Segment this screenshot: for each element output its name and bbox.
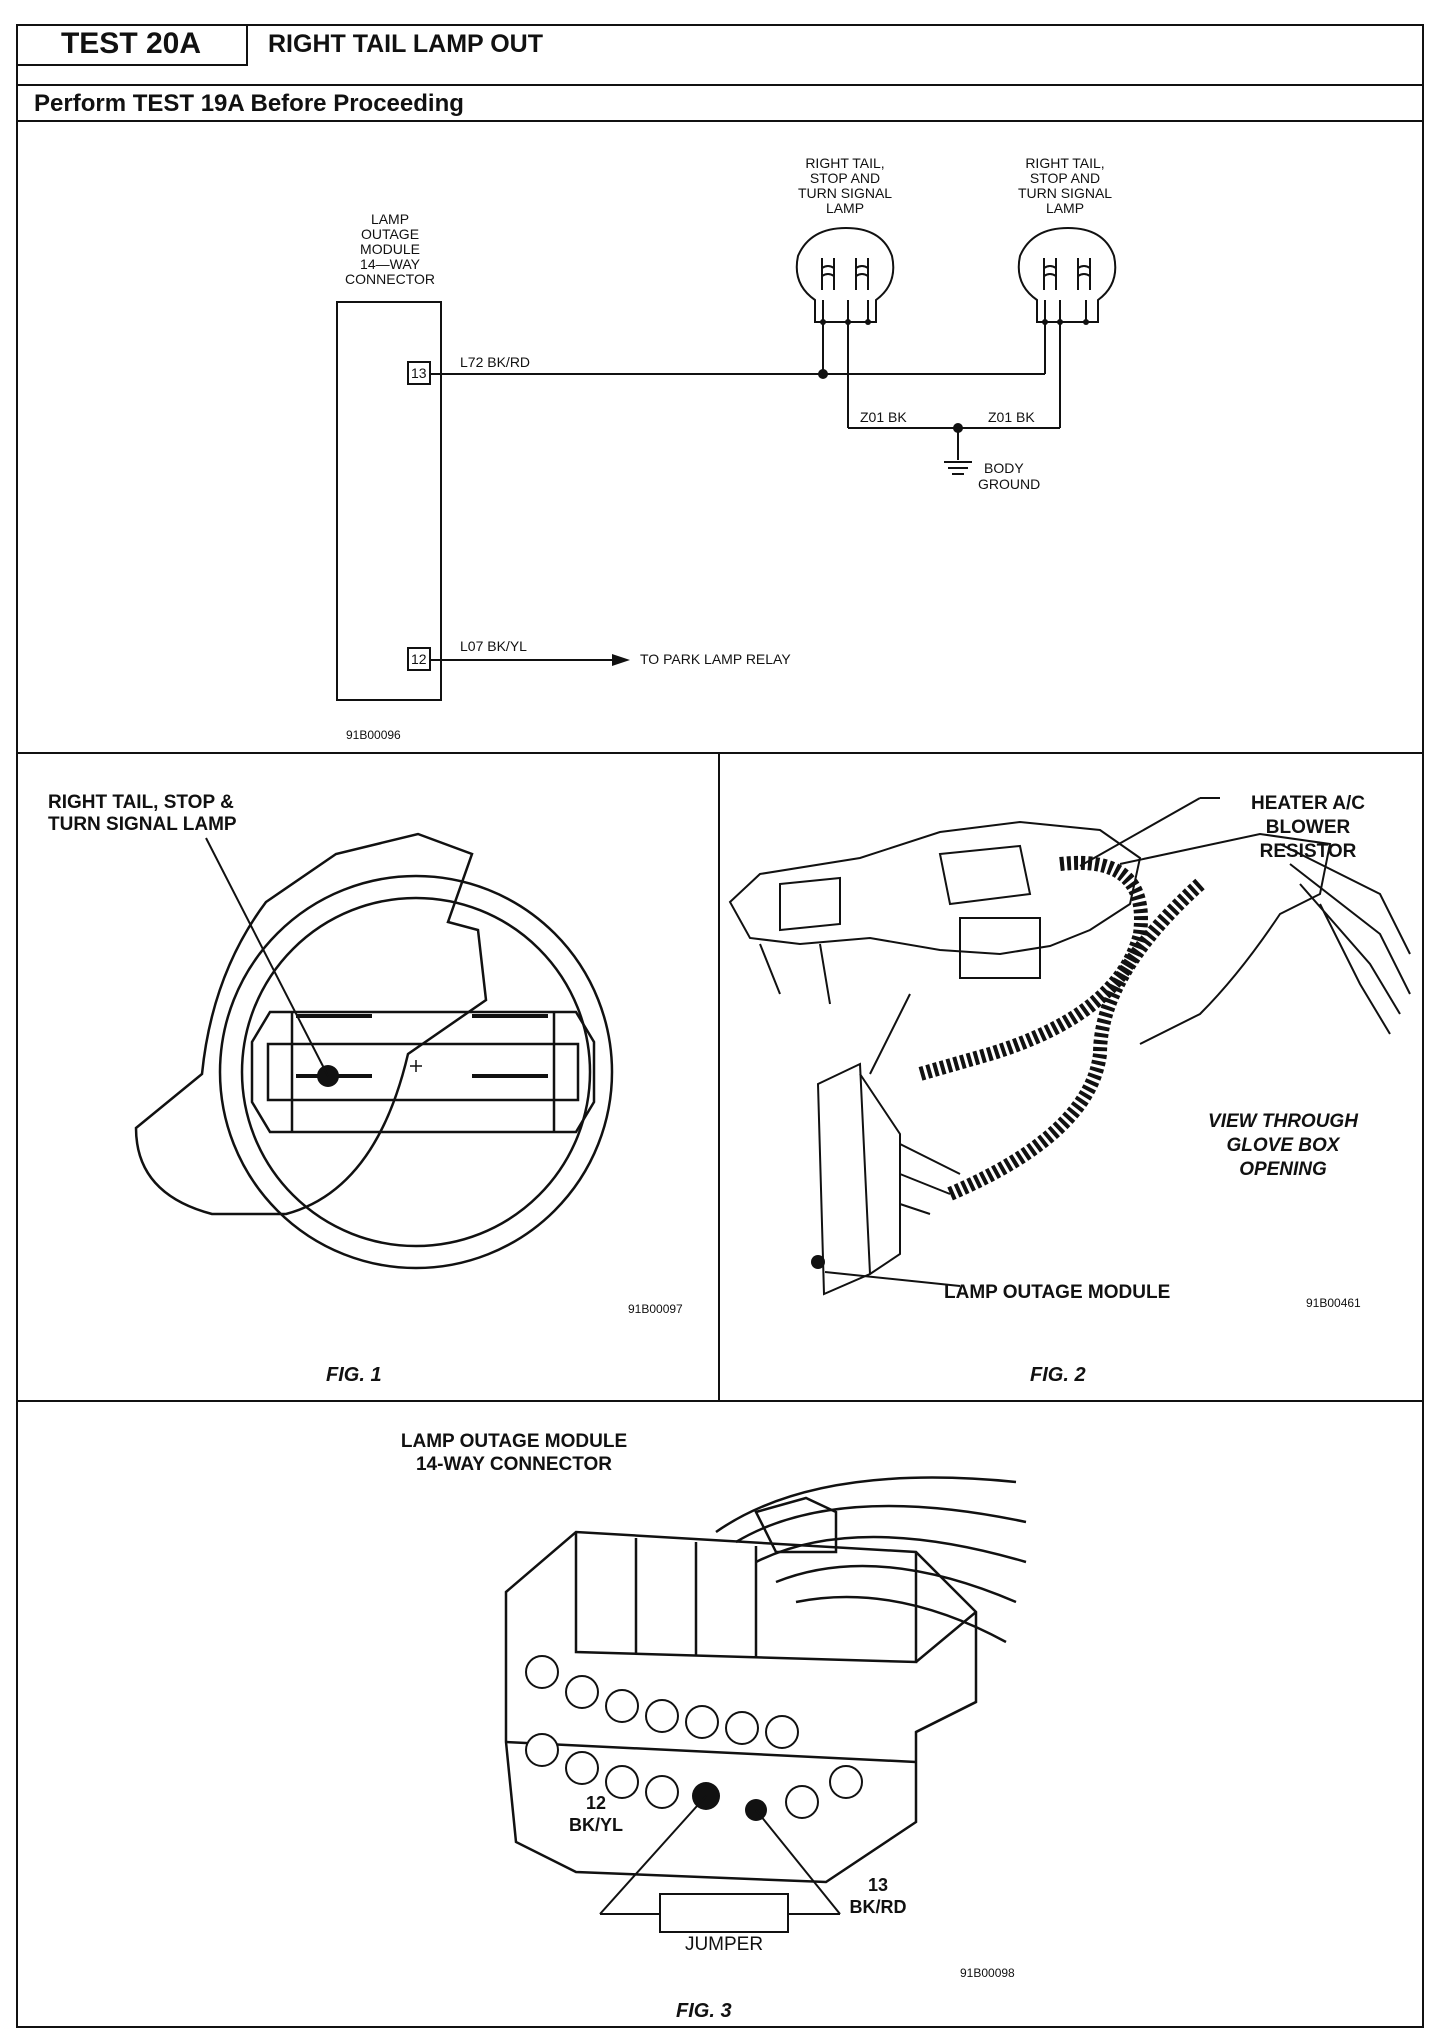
lamp2-label-line: STOP AND (1029, 170, 1101, 186)
lamp1-label-line: TURN SIGNAL (797, 185, 893, 201)
lamp2-label-line: TURN SIGNAL (1017, 185, 1113, 201)
test-title: RIGHT TAIL LAMP OUT (268, 30, 543, 58)
module-box (336, 301, 442, 701)
fig1-callout-line: TURN SIGNAL LAMP (48, 814, 237, 835)
fig1-callout-line: RIGHT TAIL, STOP & (48, 792, 234, 813)
to-park-lamp-label: TO PARK LAMP RELAY (640, 651, 791, 667)
schematic-top-divider (16, 120, 1424, 122)
ground-label-line: GROUND (978, 476, 1041, 492)
perform-note: Perform TEST 19A Before Proceeding (34, 90, 464, 117)
fig1-callout: RIGHT TAIL, STOP & TURN SIGNAL LAMP (48, 792, 237, 836)
fig1-lamp-socket (134, 832, 614, 1270)
lamp1-label: RIGHT TAIL, STOP AND TURN SIGNAL LAMP (780, 156, 910, 216)
fig-column-divider (718, 752, 720, 1400)
fig2-code: 91B00461 (1306, 1296, 1361, 1310)
header-divider (16, 84, 1424, 86)
lamp1-label-line: LAMP (825, 200, 865, 216)
fig3-title-line: LAMP OUTAGE MODULE (400, 1431, 628, 1452)
body-ground-label: BODY GROUND (978, 460, 1040, 492)
fig2-heater-callout: HEATER A/C BLOWER RESISTOR (1218, 792, 1398, 864)
fig2-view-line: VIEW THROUGH (1208, 1111, 1358, 1132)
lamp1-label-line: STOP AND (809, 170, 881, 186)
fig1-code: 91B00097 (628, 1302, 683, 1316)
module-label-line: OUTAGE (360, 226, 420, 242)
module-label-line: CONNECTOR (345, 271, 435, 287)
fig3-connector (504, 1476, 1027, 1933)
fig2-caption: FIG. 2 (1030, 1364, 1086, 1386)
fig2-heater-line: HEATER A/C (1251, 793, 1365, 814)
pin-12-label: 12 (411, 651, 427, 667)
fig3-top-divider (16, 1400, 1424, 1402)
fig2-heater-line: RESISTOR (1259, 841, 1357, 862)
fig1-caption: FIG. 1 (326, 1364, 382, 1386)
test-id-box: TEST 20A (16, 24, 248, 66)
fig2-view-line: OPENING (1239, 1159, 1327, 1180)
fig3-caption: FIG. 3 (676, 2000, 732, 2022)
module-label: LAMP OUTAGE MODULE 14—WAY CONNECTOR (340, 212, 440, 287)
fig2-view-note: VIEW THROUGH GLOVE BOX OPENING (1178, 1110, 1388, 1182)
fig2-view-line: GLOVE BOX (1226, 1135, 1340, 1156)
fig3-pin13-line: BK/RD (849, 1897, 907, 1917)
fig3-pin12-label: 12 BK/YL (556, 1792, 636, 1836)
wire-l07-label: L07 BK/YL (460, 638, 527, 654)
wiring-schematic (336, 226, 1117, 701)
fig3-title-line: 14-WAY CONNECTOR (415, 1454, 613, 1475)
ground-label-line: BODY (984, 460, 1024, 476)
module-label-line: MODULE (360, 241, 420, 257)
wire-l72-label: L72 BK/RD (460, 354, 531, 370)
z01-left-label: Z01 BK (860, 409, 907, 425)
lamp2-label-line: LAMP (1045, 200, 1085, 216)
module-label-line: LAMP (370, 211, 410, 227)
z01-right-label: Z01 BK (988, 409, 1035, 425)
fig3-pin12-line: BK/YL (569, 1815, 623, 1835)
lamp2-label-line: RIGHT TAIL, (1025, 155, 1105, 171)
fig3-code: 91B00098 (960, 1966, 1015, 1980)
fig2-glovebox-view (728, 797, 1411, 1296)
fig3-pin13-line: 13 (867, 1875, 889, 1895)
fig3-title: LAMP OUTAGE MODULE 14-WAY CONNECTOR (374, 1430, 654, 1476)
lamp2-label: RIGHT TAIL, STOP AND TURN SIGNAL LAMP (1000, 156, 1130, 216)
jumper-label: JUMPER (684, 1934, 764, 1955)
schematic-code: 91B00096 (346, 728, 401, 742)
pin-13-label: 13 (411, 365, 427, 381)
fig3-pin12-line: 12 (585, 1793, 607, 1813)
fig2-heater-line: BLOWER (1265, 817, 1351, 838)
schematic-bottom-divider (16, 752, 1424, 754)
fig2-module-callout: LAMP OUTAGE MODULE (944, 1282, 1171, 1303)
lamp1-label-line: RIGHT TAIL, (805, 155, 885, 171)
module-label-line: 14—WAY (360, 256, 420, 272)
fig3-pin13-label: 13 BK/RD (838, 1874, 918, 1918)
page-frame (16, 24, 1424, 2028)
test-id: TEST 20A (60, 27, 202, 60)
